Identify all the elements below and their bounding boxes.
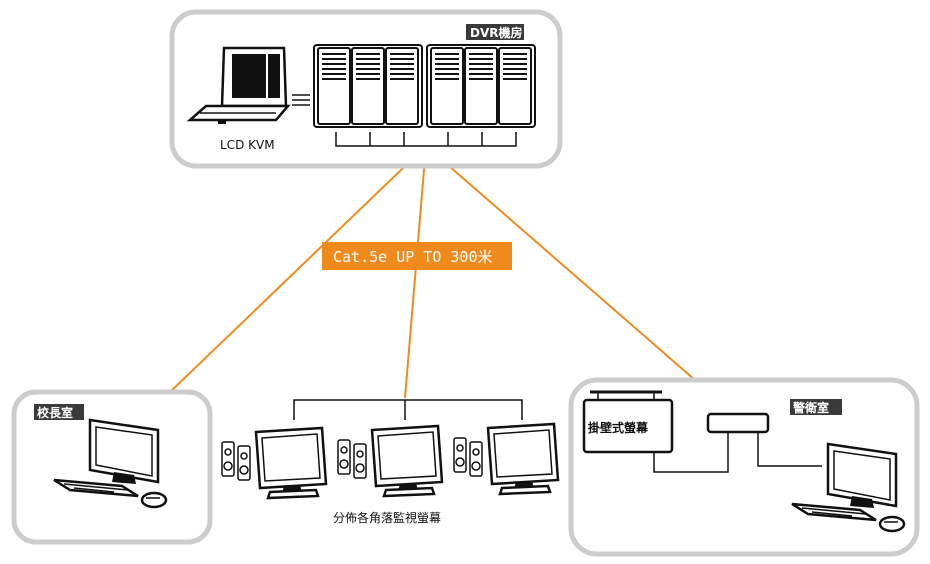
lcd-kvm-icon: [186, 46, 291, 124]
lcd-kvm-label: LCD KVM: [220, 138, 275, 152]
cable-to-principal: [142, 145, 427, 419]
dvr-bus-connector: [335, 132, 517, 147]
video-splitter-icon: [706, 412, 770, 434]
dvr-rack-right: [426, 44, 536, 128]
monitor-station-2-icon: [336, 424, 444, 498]
cable-lines: [142, 145, 735, 419]
wall-screen-icon: [582, 390, 674, 454]
monitor-station-1-icon: [220, 426, 328, 500]
splitter-to-pc-line: [757, 432, 822, 467]
monitor-station-3-icon: [452, 422, 560, 496]
wall-screen-label: 掛壁式螢幕: [588, 420, 649, 435]
guard-room: 警衛室 掛壁式螢幕: [568, 377, 920, 557]
cable-label-box: Cat.5e UP TO 300米: [322, 242, 512, 270]
guard-room-tag-bg: [790, 399, 842, 415]
cable-label: Cat.5e UP TO 300米: [333, 248, 493, 266]
displays-bus: [293, 399, 523, 420]
displays-group: 分佈各角落監視螢幕: [220, 399, 560, 525]
dvr-rack-left: [313, 44, 423, 128]
dvr-room: DVR機房 LCD KVM: [169, 9, 563, 169]
cable-to-guard: [425, 145, 735, 415]
guard-room-tag: 警衛室: [792, 400, 829, 415]
cable-to-displays: [404, 145, 427, 399]
dvr-room-tag: DVR機房: [470, 25, 523, 40]
cable-label-bg: [322, 242, 512, 270]
equals-icon: [292, 94, 310, 106]
dvr-room-tag-bg: [466, 24, 524, 40]
principal-room: 校長室: [11, 389, 213, 545]
displays-label: 分佈各角落監視螢幕: [333, 510, 441, 525]
principal-room-tag-bg: [34, 404, 84, 420]
splitter-to-wall-line: [653, 432, 729, 473]
principal-room-tag: 校長室: [37, 405, 73, 420]
